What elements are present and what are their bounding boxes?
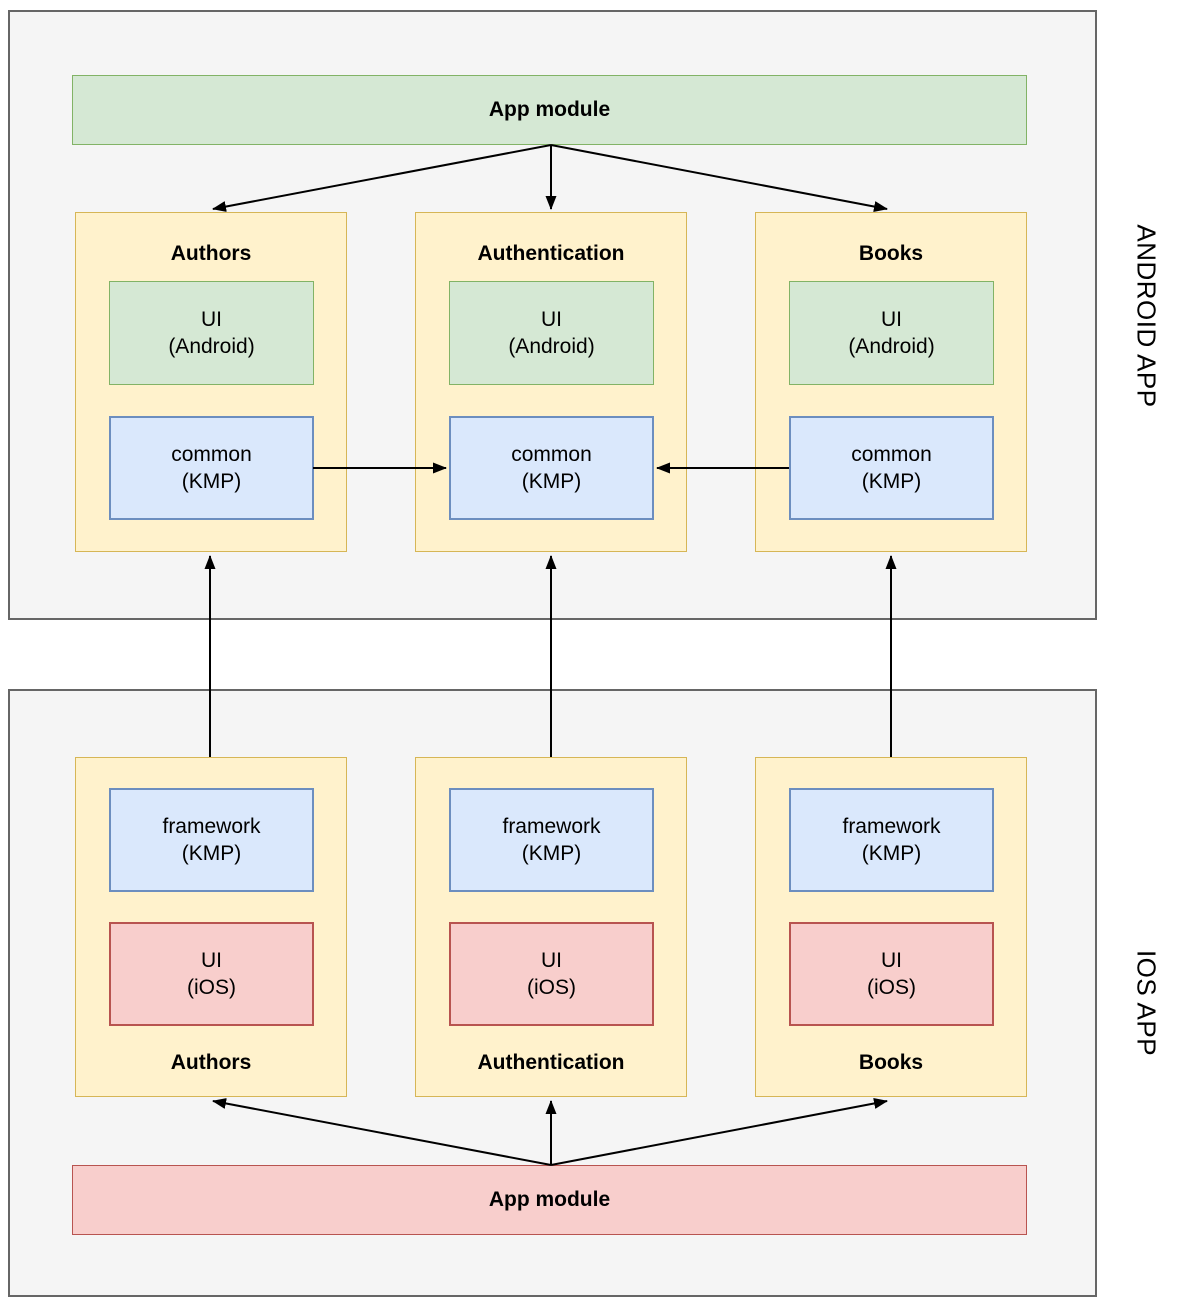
ios-authentication-title: Authentication xyxy=(477,1051,625,1074)
ios-app-side-label: IOS APP xyxy=(1131,949,1162,1057)
android-authors-title: Authors xyxy=(170,242,252,265)
ios-books-ui-box: UI (iOS) xyxy=(789,922,994,1026)
ios-authors-title: Authors xyxy=(170,1051,252,1074)
android-authentication-title: Authentication xyxy=(477,242,625,265)
ios-module-books: framework (KMP) UI (iOS) Books xyxy=(755,757,1027,1097)
ios-books-framework-box: framework (KMP) xyxy=(789,788,994,892)
android-books-ui-box: UI (Android) xyxy=(789,281,994,385)
ios-module-authors: framework (KMP) UI (iOS) Authors xyxy=(75,757,347,1097)
ios-authentication-framework-box: framework (KMP) xyxy=(449,788,654,892)
android-authentication-ui-box: UI (Android) xyxy=(449,281,654,385)
android-authors-ui-box: UI (Android) xyxy=(109,281,314,385)
android-module-authors: Authors UI (Android) common (KMP) xyxy=(75,212,347,552)
ios-books-title: Books xyxy=(858,1051,924,1074)
ios-authors-ui-box: UI (iOS) xyxy=(109,922,314,1026)
ios-authors-framework-box: framework (KMP) xyxy=(109,788,314,892)
ios-app-module-bar: App module xyxy=(72,1165,1027,1235)
ios-authentication-ui-box: UI (iOS) xyxy=(449,922,654,1026)
ios-module-authentication: framework (KMP) UI (iOS) Authentication xyxy=(415,757,687,1097)
android-books-title: Books xyxy=(858,242,924,265)
android-module-authentication: Authentication UI (Android) common (KMP) xyxy=(415,212,687,552)
android-authors-common-box: common (KMP) xyxy=(109,416,314,520)
android-books-common-box: common (KMP) xyxy=(789,416,994,520)
android-module-books: Books UI (Android) common (KMP) xyxy=(755,212,1027,552)
android-app-module-bar: App module xyxy=(72,75,1027,145)
android-app-side-label: ANDROID APP xyxy=(1131,224,1162,408)
android-authentication-common-box: common (KMP) xyxy=(449,416,654,520)
